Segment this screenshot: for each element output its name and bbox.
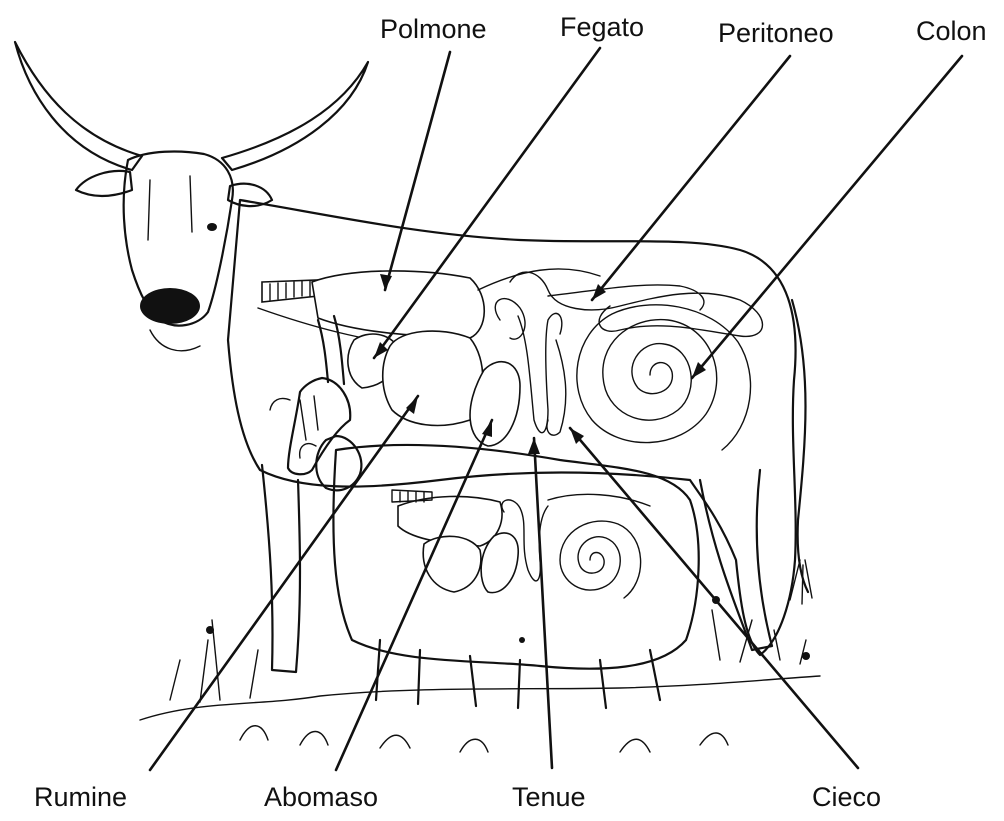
cow-peritoneum [478,269,600,290]
label-tenue: Tenue [512,782,586,812]
cow-colon-spiral [577,305,751,450]
grass-ground [140,596,820,752]
cow-organs [258,269,763,450]
cow-colon-loops [510,272,763,336]
cow-muzzle [140,288,200,324]
cow-rumen [383,331,483,425]
label-polmone: Polmone [380,14,487,44]
cow-horn-left [15,42,142,170]
cow-cecum [547,340,566,435]
sheep-colon-spiral [560,521,641,598]
cow-horn-right [222,62,368,170]
label-rumine: Rumine [34,782,127,812]
label-peritoneo: Peritoneo [718,18,834,48]
goat-horns [318,316,344,384]
leader-tenue [534,438,552,768]
leader-colon [692,56,962,378]
label-fegato: Fegato [560,12,644,42]
leader-peritoneo [592,56,790,300]
leader-cieco [570,428,858,768]
label-abomaso: Abomaso [264,782,378,812]
sheep-rumen [423,536,481,592]
goat-head [288,378,350,474]
label-cieco: Cieco [812,782,881,812]
sheep-head [316,436,361,490]
leader-rumine [150,396,418,770]
leader-polmone [385,52,450,290]
label-colon: Colon [916,16,987,46]
cow-eye [207,223,217,231]
